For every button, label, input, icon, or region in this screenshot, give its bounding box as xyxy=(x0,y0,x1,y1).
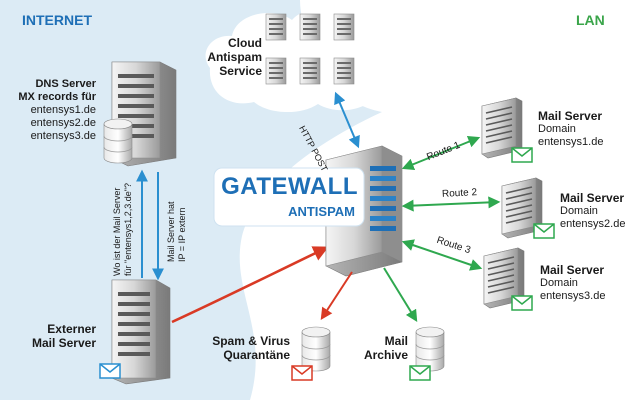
mail-server-2-icon xyxy=(501,177,555,239)
external-server-label: Externer Mail Server xyxy=(30,322,96,350)
mail-server-2-title: Mail Server xyxy=(560,191,625,205)
http-post-arrow xyxy=(334,91,360,149)
dns-answer-label: Mail Server hat IP = IP extern xyxy=(166,201,188,262)
cloud-service-line2: Antispam xyxy=(207,50,262,64)
dns-query-line1: Wo ist der Mail Server xyxy=(112,187,122,276)
quarantine-line1: Spam & Virus xyxy=(212,334,290,348)
mail-server-2-label: Mail Server Domain entensys2.de xyxy=(560,192,625,231)
route-1-arrow xyxy=(401,136,481,170)
archive-database-icon xyxy=(409,326,445,381)
archive-arrow xyxy=(383,267,418,323)
external-envelope-icon xyxy=(99,363,121,379)
archive-label: Mail Archive xyxy=(356,334,408,362)
mail-server-2-domain-label: Domain xyxy=(560,205,598,217)
route-2-label: Route 2 xyxy=(441,187,478,200)
gateway-subtitle: ANTISPAM xyxy=(288,204,355,219)
dns-server-title: DNS Server xyxy=(35,78,96,90)
dns-answer-line1: Mail Server hat xyxy=(166,201,176,262)
quarantine-line2: Quarantäne xyxy=(223,348,290,362)
mail-server-3-label: Mail Server Domain entensys3.de xyxy=(540,264,605,303)
gateway-label-box xyxy=(213,167,365,227)
mail-server-3-title: Mail Server xyxy=(540,263,605,277)
archive-line2: Archive xyxy=(363,348,408,362)
dns-database-icon xyxy=(103,118,133,164)
dns-query-line2: für "entensys1,2,3.de"? xyxy=(123,183,133,276)
mail-server-1-title: Mail Server xyxy=(538,109,603,123)
dns-query-label: Wo ist der Mail Server für "entensys1,2,… xyxy=(112,183,134,276)
cloud-service-line1: Cloud xyxy=(228,36,262,50)
dns-answer-line2: IP = IP extern xyxy=(177,207,187,262)
cloud-service-line3: Service xyxy=(219,64,262,78)
quarantine-arrow xyxy=(320,271,353,321)
mail-server-3-icon xyxy=(483,247,533,311)
quarantine-label: Spam & Virus Quarantäne xyxy=(206,334,290,362)
mail-server-2-domain: entensys2.de xyxy=(560,218,626,230)
dns-domain-2: entensys2.de xyxy=(30,117,96,129)
route-2-arrow xyxy=(401,196,501,212)
external-server-line1: Externer xyxy=(47,322,96,336)
quarantine-database-icon xyxy=(291,326,331,381)
mail-server-3-domain: entensys3.de xyxy=(540,290,606,302)
mail-server-1-icon xyxy=(481,97,533,163)
route-3-arrow xyxy=(401,239,483,271)
mail-server-1-domain: entensys1.de xyxy=(538,136,604,148)
mail-server-1-domain-label: Domain xyxy=(538,123,576,135)
mail-server-1-label: Mail Server Domain entensys1.de xyxy=(538,110,603,149)
archive-line1: Mail xyxy=(384,334,408,348)
dns-server-subtitle: MX records für xyxy=(18,91,96,103)
internet-label: INTERNET xyxy=(22,12,92,28)
incoming-mail-arrow xyxy=(171,246,329,324)
dns-domain-1: entensys1.de xyxy=(30,104,96,116)
external-server-line2: Mail Server xyxy=(31,336,96,350)
dns-domain-3: entensys3.de xyxy=(30,130,96,142)
gateway-name: GATEWALL xyxy=(221,173,358,200)
lan-label: LAN xyxy=(576,12,605,28)
cloud-service-label: Cloud Antispam Service xyxy=(196,36,262,78)
mail-server-3-domain-label: Domain xyxy=(540,277,578,289)
dns-server-label: DNS Server MX records für entensys1.de e… xyxy=(4,78,96,143)
